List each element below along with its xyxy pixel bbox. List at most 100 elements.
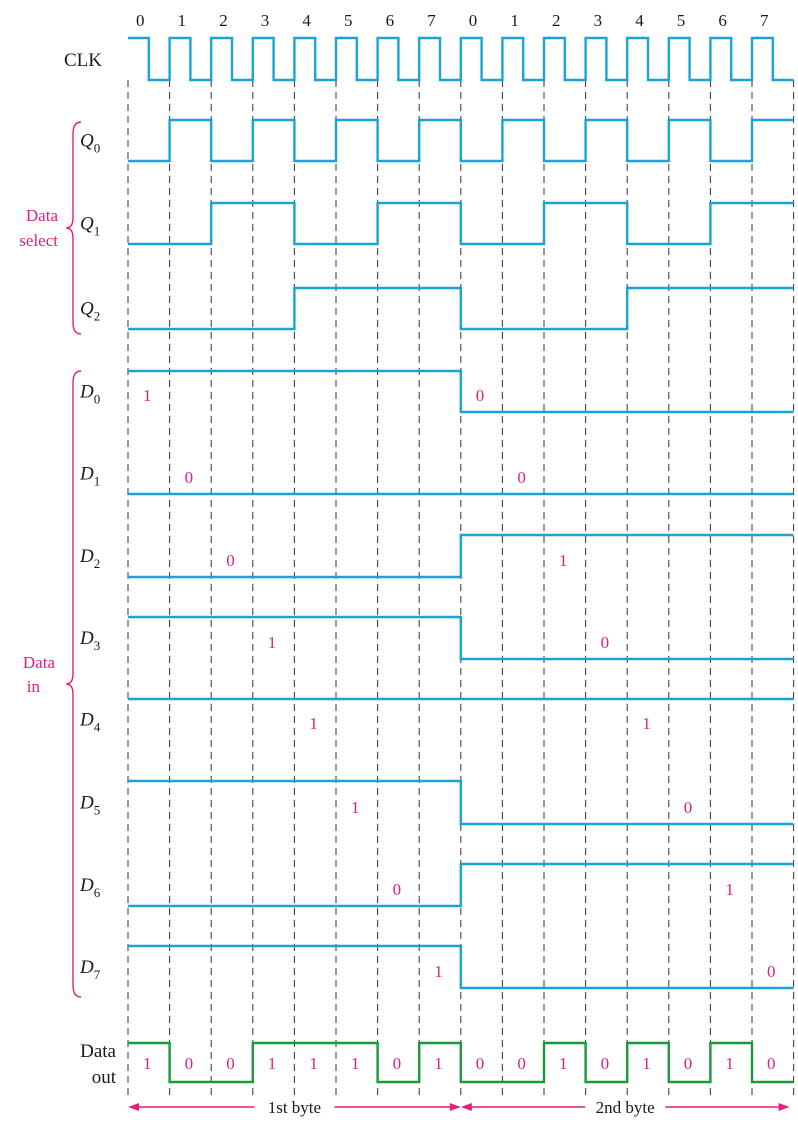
clock-tick-label: 4 [635, 11, 644, 30]
data-out-bit-label: 1 [642, 1054, 651, 1073]
signal-label-main: D [79, 546, 94, 567]
signal-label: D7 [79, 957, 101, 982]
clock-tick-label: 5 [677, 11, 686, 30]
clock-tick-label: 7 [427, 11, 436, 30]
signal-clk: CLK [64, 36, 794, 82]
group-label-line1: Data [26, 206, 59, 225]
data-out-label-line2: out [92, 1067, 117, 1088]
data-bit-label: 0 [601, 633, 610, 652]
signal-label-subscript: 3 [94, 638, 101, 653]
data-out-bit-label: 0 [185, 1054, 194, 1073]
byte-label: 1st byte [268, 1098, 321, 1117]
data-out-bit-label: 0 [517, 1054, 526, 1073]
data-out-label-line1: Data [80, 1041, 116, 1062]
data-bit-label: 1 [725, 880, 734, 899]
clock-tick-label: 5 [344, 11, 353, 30]
clock-tick-label: 6 [718, 11, 727, 30]
clock-tick-label: 2 [219, 11, 228, 30]
data-out-bit-label: 0 [393, 1054, 402, 1073]
arrow-left-icon [128, 1103, 139, 1111]
data-out-bit-label: 0 [767, 1054, 776, 1073]
signal-label-subscript: 1 [94, 224, 101, 239]
signal-label-main: Q [80, 214, 94, 235]
waveform-data-out [128, 1041, 794, 1084]
clock-gridlines [127, 80, 795, 1095]
data-bit-label: 0 [517, 468, 526, 487]
signal-q2: Q2 [80, 286, 794, 331]
signal-label-main: Q [80, 131, 94, 152]
signal-label: Q1 [80, 214, 100, 239]
data-bit-label: 0 [226, 551, 235, 570]
signal-label: Q2 [80, 299, 100, 324]
waveform-d2 [128, 533, 794, 579]
data-in-brace [65, 370, 82, 998]
signal-label-subscript: 0 [94, 392, 101, 407]
data-out-bit-label: 1 [143, 1054, 152, 1073]
signal-label: D6 [79, 875, 101, 900]
data-bit-label: 0 [185, 468, 194, 487]
signal-label-subscript: 5 [94, 803, 101, 818]
clock-tick-label: 2 [552, 11, 561, 30]
data-bit-label: 0 [393, 880, 402, 899]
signal-d6: D6 0 1 [79, 862, 794, 908]
clock-tick-label: 3 [261, 11, 270, 30]
data-bit-label: 1 [268, 633, 277, 652]
signal-label: D3 [79, 628, 100, 653]
waveform-d0 [128, 369, 794, 414]
signal-d4: D4 1 1 [79, 697, 794, 735]
signal-label-subscript: 2 [94, 309, 101, 324]
signal-label: Q0 [80, 131, 100, 156]
data-bit-label: 0 [684, 798, 693, 817]
signal-d3: D3 1 0 [79, 615, 794, 661]
signal-label-main: Q [80, 299, 94, 320]
data-bit-label: 1 [351, 798, 360, 817]
signal-d1: D1 0 0 [79, 464, 794, 496]
waveform-d5 [128, 779, 794, 826]
clock-tick-label: 4 [302, 11, 311, 30]
data-out-bit-label: 1 [434, 1054, 443, 1073]
clock-tick-label: 0 [469, 11, 478, 30]
data-bit-label: 1 [434, 962, 443, 981]
data-out-bit-label: 0 [476, 1054, 485, 1073]
group-label-line2: in [27, 677, 41, 696]
data-bit-label: 1 [309, 714, 318, 733]
signal-label: D1 [79, 464, 100, 489]
signal-label: D4 [79, 710, 101, 735]
data-out-bit-label: 0 [601, 1054, 610, 1073]
arrow-left-icon [460, 1103, 472, 1111]
clock-tick-label: 3 [594, 11, 603, 30]
data-out-bit-label: 1 [559, 1054, 568, 1073]
data-bit-label: 0 [476, 386, 485, 405]
clock-tick-label: 6 [386, 11, 395, 30]
signal-label-subscript: 0 [94, 141, 101, 156]
signal-label: CLK [64, 50, 102, 71]
data-bit-label: 1 [642, 714, 651, 733]
signal-label-main: D [79, 382, 94, 403]
waveform-q0 [128, 118, 794, 163]
signal-q0: Q0 [80, 118, 794, 163]
signal-label-main: CLK [64, 50, 102, 71]
data-out-bit-label: 1 [268, 1054, 277, 1073]
waveform-clk [128, 36, 794, 82]
group-label-line2: select [19, 231, 58, 250]
data-out-bit-label: 1 [725, 1054, 734, 1073]
signal-label: D0 [79, 382, 100, 407]
waveform-d7 [128, 944, 794, 990]
clock-tick-label: 1 [178, 11, 187, 30]
signal-label-subscript: 6 [94, 885, 101, 900]
waveform-q1 [128, 201, 794, 246]
waveform-d3 [128, 615, 794, 661]
byte-span-arrow: 2nd byte [460, 1098, 790, 1117]
arrow-right-icon [449, 1103, 461, 1111]
data-bit-label: 1 [143, 386, 152, 405]
signal-label-main: D [79, 628, 94, 649]
data-select-group-label: Data select [19, 206, 58, 250]
waveform-q2 [128, 286, 794, 331]
